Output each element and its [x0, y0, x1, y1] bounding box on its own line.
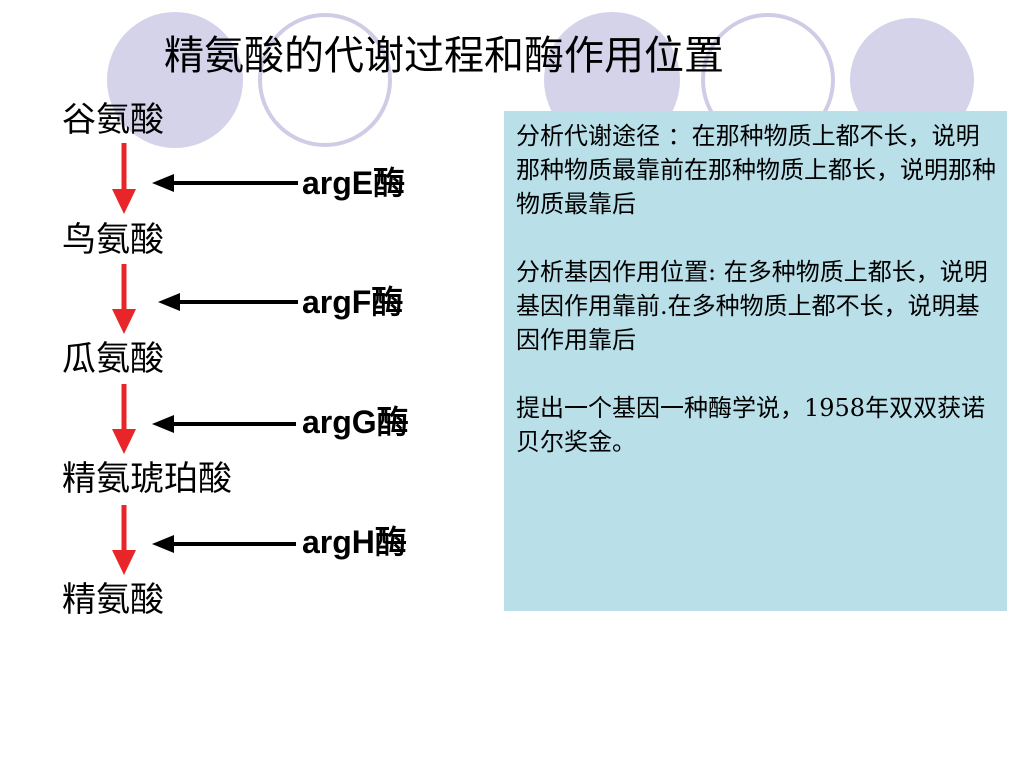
compound-arginine: 精氨酸 — [62, 580, 164, 620]
analysis-paragraph-pathway: 分析代谢途径 ：在那种物质上都不长，说明那种物质最靠前在那种物质上都长，说明那种… — [516, 122, 996, 218]
compound-argininosuccinate: 精氨琥珀酸 — [62, 459, 232, 499]
pathway-arrow-down-icon — [112, 505, 136, 575]
decor-circle — [107, 12, 243, 148]
enzyme-arrow-left-icon — [152, 174, 298, 192]
pathway-arrow-down-icon — [112, 384, 136, 454]
decor-circle — [258, 13, 392, 147]
enzyme-label-argG: argG酶 — [302, 404, 409, 440]
analysis-paragraph-theory: 提出一个基因一种酶学说，1958年双双获诺贝尔奖金。 — [516, 394, 986, 456]
enzyme-arrow-left-icon — [152, 535, 296, 553]
enzyme-arrow-left-icon — [158, 293, 298, 311]
compound-ornithine: 鸟氨酸 — [62, 220, 164, 260]
enzyme-label-argH: argH酶 — [302, 524, 407, 560]
analysis-textbox: 分析代谢途径 ：在那种物质上都不长，说明那种物质最靠前在那种物质上都长，说明那种… — [504, 111, 1007, 611]
compound-glutamate: 谷氨酸 — [62, 100, 164, 140]
analysis-paragraph-gene-position: 分析基因作用位置: 在多种物质上都长，说明基因作用靠前.在多种物质上都不长，说明… — [516, 258, 988, 354]
enzyme-arrow-left-icon — [152, 415, 296, 433]
pathway-arrow-down-icon — [112, 264, 136, 334]
slide-title: 精氨酸的代谢过程和酶作用位置 — [164, 33, 724, 79]
enzyme-label-argE: argE酶 — [302, 165, 406, 201]
pathway-arrow-down-icon — [112, 143, 136, 214]
enzyme-label-argF: argF酶 — [302, 284, 404, 320]
compound-citrulline: 瓜氨酸 — [62, 339, 164, 379]
